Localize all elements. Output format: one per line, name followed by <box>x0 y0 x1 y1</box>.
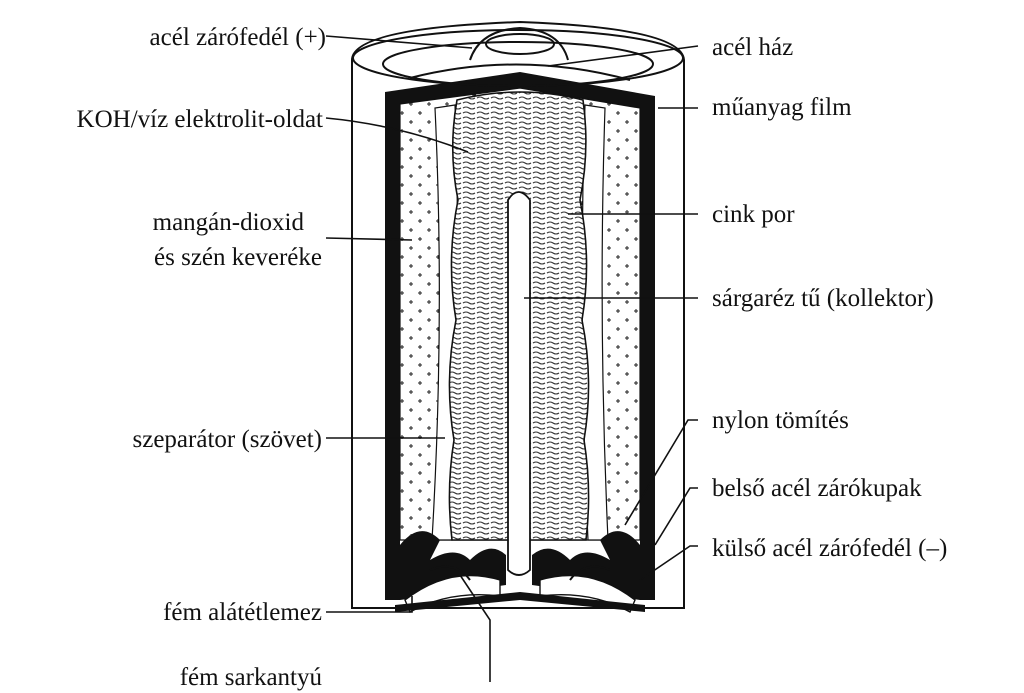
label-acel-zarofedel-plus: acél zárófedél (+) <box>150 24 326 51</box>
label-cink-por: cink por <box>712 201 795 228</box>
brass-pin <box>507 191 531 576</box>
label-acel-haz: acél ház <box>712 34 793 61</box>
label-kulso-acel-zarofedel-minus: külső acél zárófedél (–) <box>712 535 947 562</box>
label-nylon-tomites: nylon tömítés <box>712 407 849 434</box>
positive-cap <box>382 26 654 87</box>
label-belso-acel-zarokupak: belső acél zárókupak <box>712 475 922 502</box>
label-szen-kevereke: és szén keveréke <box>154 244 322 271</box>
label-muanyag-film: műanyag film <box>712 94 852 121</box>
label-separator: szeparátor (szövet) <box>133 426 322 453</box>
label-fem-sarkantyu: fém sarkantyú <box>180 664 323 691</box>
label-sargarez-tu: sárgaréz tű (kollektor) <box>712 285 934 312</box>
label-mangan-dioxid: mangán-dioxid <box>153 209 305 236</box>
label-koh-electrolyte: KOH/víz elektrolit-oldat <box>77 106 324 133</box>
leader-lines-left <box>325 35 491 682</box>
leader-lines-right <box>524 45 699 581</box>
label-fem-alatetlemez: fém alátétlemez <box>163 599 322 626</box>
